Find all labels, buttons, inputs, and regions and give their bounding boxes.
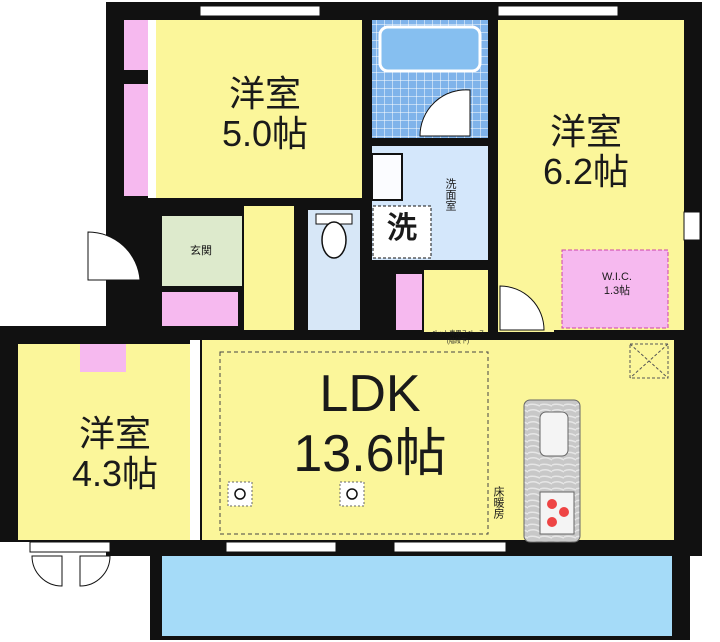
washer-symbol: 洗 (387, 212, 417, 245)
burner-3 (547, 517, 557, 527)
kitchen-sink (539, 411, 569, 457)
ldk-size: 13.6帖 (293, 425, 447, 483)
windows (29, 5, 619, 553)
closet-top-left (124, 20, 148, 70)
wic-size: 1.3帖 (603, 285, 631, 297)
floor-heating-label: 床暖房 (492, 486, 504, 519)
room-western-5 (156, 20, 362, 198)
entrance-door (87, 231, 141, 281)
room-western-4-name: 洋室 (78, 413, 151, 454)
floor-heating-area (219, 351, 489, 535)
bathtub (378, 25, 482, 73)
pet-space-name: ペット専用スペース (431, 331, 485, 337)
wic-door (499, 285, 545, 331)
room-western-6-label: 洋室 6.2帖 (526, 112, 646, 192)
room-western-4 (18, 344, 190, 540)
pet-closet (396, 274, 422, 330)
closet-4 (80, 344, 126, 372)
washer-area (372, 205, 432, 259)
light-fixture-2 (339, 481, 365, 507)
entrance (162, 216, 242, 286)
ldk-name: LDK (319, 365, 421, 423)
pet-space-label: ペット専用スペース (階段下) (426, 330, 490, 346)
room-western-6-size: 6.2帖 (542, 151, 630, 192)
room-western-6-name: 洋室 (549, 111, 622, 152)
stove (539, 491, 575, 535)
wic-label: W.I.C. 1.3帖 (592, 270, 642, 298)
walk-in-closet (561, 249, 669, 329)
bath-door (419, 89, 471, 137)
room-western-5-size: 5.0帖 (221, 113, 309, 154)
room-ldk (202, 340, 674, 540)
room-western-5-name: 洋室 (228, 73, 301, 114)
washroom-label: 洗面室 (444, 178, 456, 211)
room-western-5-label: 洋室 5.0帖 (210, 74, 320, 154)
entrance-label: 玄関 (190, 245, 212, 257)
wic-name: W.I.C. (602, 271, 632, 283)
burner-1 (547, 499, 557, 509)
hallway (244, 206, 294, 330)
bottom-door (31, 555, 63, 587)
pet-space-note: (階段下) (447, 339, 469, 345)
shoe-closet (162, 292, 238, 326)
fridge-space (629, 343, 669, 379)
room-western-4-label: 洋室 4.3帖 (60, 414, 170, 494)
wash-basin (371, 153, 403, 201)
side-door (683, 211, 701, 241)
burner-2 (559, 507, 569, 517)
room-western-4-size: 4.3帖 (71, 453, 159, 494)
closet-bottom-left (124, 84, 148, 196)
toilet-bowl (321, 221, 347, 259)
light-fixture-1 (227, 481, 253, 507)
ldk-label: LDK 13.6帖 (270, 364, 470, 484)
balcony (162, 556, 672, 636)
